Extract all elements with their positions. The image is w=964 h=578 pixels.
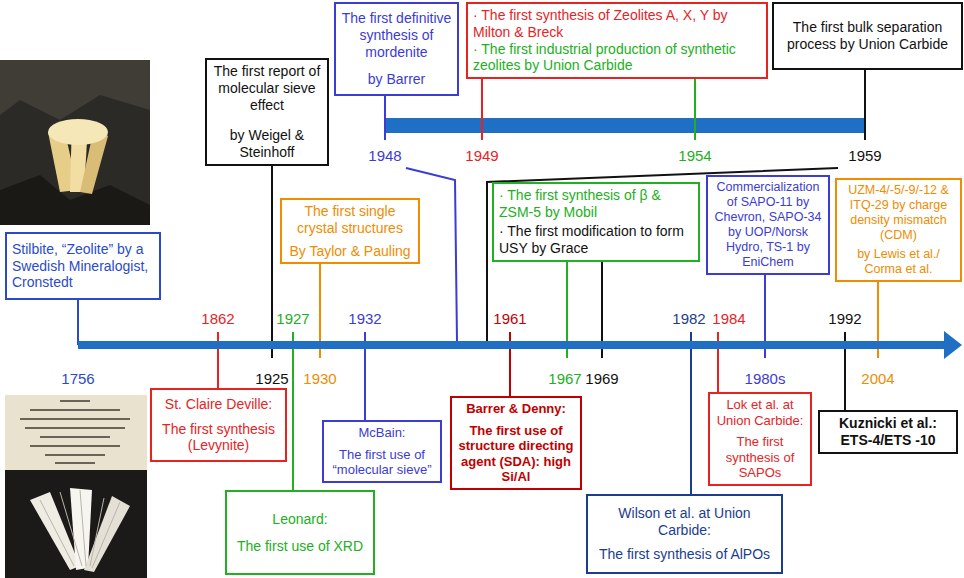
event-text: The first synthesis of SAPOs	[715, 434, 805, 481]
event-box: Leonard: The first use of XRD	[225, 490, 375, 575]
event-text: The first bulk separation process by Uni…	[779, 19, 956, 53]
book-page	[5, 395, 147, 470]
event-text: Kuznicki et al.:	[825, 415, 951, 432]
event-box: · The first synthesis of Zeolites A, X, …	[466, 2, 768, 79]
event-box: The first single crystal structures By Ta…	[280, 198, 420, 264]
rock-shape	[0, 60, 150, 120]
event-text: The first single crystal structures	[287, 203, 413, 237]
year-label: 2004	[861, 371, 894, 386]
event-box: Commercialization of SAPO-11 by Chevron,…	[706, 175, 830, 275]
event-text: By Taylor & Pauling	[287, 243, 413, 260]
leader-line	[292, 332, 294, 492]
year-label: 1927	[276, 311, 309, 326]
year-label: 1969	[585, 371, 618, 386]
event-text: · The first modification to form USY by …	[499, 223, 693, 257]
event-text: The first use of structure directing age…	[457, 423, 575, 485]
crystal-ridge	[40, 490, 120, 568]
event-text: Commercialization of SAPO-11 by Chevron,…	[713, 180, 823, 270]
year-label: 1949	[465, 148, 498, 163]
event-text: Leonard:	[232, 511, 368, 528]
leader-line	[690, 332, 692, 496]
event-box: Barrer & Denny: The first use of structur…	[450, 396, 582, 490]
year-label: 1862	[201, 311, 234, 326]
event-box: McBain: The first use of “molecular sieve…	[322, 420, 442, 483]
event-text: Stilbite, “Zeolite” by a Swedish Mineral…	[12, 241, 154, 291]
mineral-photo	[0, 60, 150, 225]
event-text: Lok et al. at Union Carbide:	[715, 397, 805, 428]
crystal-shape	[48, 119, 108, 145]
event-text: · The first industrial production of syn…	[473, 41, 761, 75]
zoom-line	[487, 168, 838, 341]
event-box: The first report of molecular sieve effe…	[205, 58, 329, 166]
year-label: 1980s	[745, 371, 786, 386]
year-label: 1932	[348, 311, 381, 326]
year-label: 1756	[61, 371, 94, 386]
leader-line	[384, 96, 386, 140]
year-label: 1954	[678, 148, 711, 163]
year-label: 1982	[672, 311, 705, 326]
event-box: St. Claire Deville: The first synthesis (…	[150, 388, 287, 462]
event-box: Wilson et al. at Union Carbide: The first…	[586, 494, 783, 574]
event-text: The first synthesis of AlPOs	[593, 546, 776, 563]
event-box: · The first synthesis of β & ZSM-5 by Mo…	[492, 182, 700, 262]
year-label: 1925	[255, 371, 288, 386]
event-box: Kuznicki et al.:ETS-4/ETS -10	[818, 410, 958, 454]
event-box: UZM-4/-5/-9/-12 & ITQ-29 by charge densi…	[835, 178, 962, 282]
event-text: by Barrer	[341, 71, 452, 88]
year-label: 1948	[368, 148, 401, 163]
event-box: The first bulk separation process by Uni…	[772, 2, 963, 70]
event-text: The first use of “molecular sieve”	[329, 447, 435, 478]
year-label: 1930	[303, 371, 336, 386]
timeline-arrowhead	[944, 331, 962, 359]
event-text: The first report of molecular sieve effe…	[212, 63, 322, 113]
event-box: The first definitive synthesis of morden…	[334, 2, 459, 96]
event-text: by Weigel & Steinhoff	[212, 127, 322, 161]
event-text: The first synthesis (Levynite)	[157, 421, 280, 455]
year-label: 1959	[848, 148, 881, 163]
year-label: 1992	[828, 311, 861, 326]
event-text: The first definitive synthesis of morden…	[341, 10, 452, 60]
leader-line	[271, 160, 273, 358]
inset-timeline-bar	[385, 118, 865, 133]
event-text: The first use of XRD	[232, 538, 368, 555]
year-label: 1967	[548, 371, 581, 386]
event-text: · The first synthesis of β & ZSM-5 by Mo…	[499, 187, 693, 221]
event-text: McBain:	[329, 425, 435, 441]
event-text: Wilson et al. at Union Carbide:	[593, 505, 776, 539]
crystal-photo	[5, 470, 147, 578]
event-text: · The first synthesis of Zeolites A, X, …	[473, 7, 761, 41]
event-text: UZM-4/-5/-9/-12 & ITQ-29 by charge densi…	[842, 183, 955, 243]
event-box: Lok et al. at Union Carbide: The first sy…	[708, 392, 812, 486]
event-text: ETS-4/ETS -10	[825, 432, 951, 449]
event-text: by Lewis et al./ Corma et al.	[842, 247, 955, 277]
year-label: 1984	[712, 311, 745, 326]
main-timeline	[78, 341, 946, 349]
leader-line	[77, 296, 79, 345]
year-label: 1961	[493, 311, 526, 326]
leader-line	[217, 332, 219, 390]
event-box: Stilbite, “Zeolite” by a Swedish Mineral…	[5, 232, 161, 300]
event-text: St. Claire Deville:	[157, 396, 280, 413]
leader-line	[864, 68, 866, 140]
event-text: Barrer & Denny:	[457, 401, 575, 417]
book-print	[20, 401, 130, 463]
